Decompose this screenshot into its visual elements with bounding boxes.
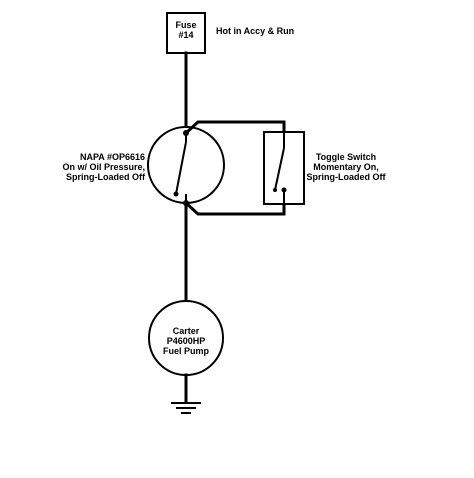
fuse-label: Fuse #14 <box>167 20 205 40</box>
oil-switch-label-line3: Spring-Loaded Off <box>66 172 145 182</box>
oil-switch-label-line2: On w/ Oil Pressure, <box>62 162 145 172</box>
fuse-note: Hot in Accy & Run <box>216 26 295 36</box>
toggle-switch-label: Toggle Switch Momentary On, Spring-Loade… <box>305 152 387 182</box>
oil-switch-label: NAPA #OP6616 On w/ Oil Pressure, Spring-… <box>40 152 145 182</box>
fuel-pump-label: Carter P4600HP Fuel Pump <box>150 326 222 356</box>
toggle-switch-label-line2: Momentary On, <box>313 162 379 172</box>
fuel-pump-label-line2: P4600HP <box>166 336 206 346</box>
toggle-switch-label-line1: Toggle Switch <box>315 152 377 162</box>
oil-switch-label-line1: NAPA #OP6616 <box>79 152 145 162</box>
fuse-label-line1: Fuse <box>175 20 197 30</box>
toggle-switch-contact <box>281 187 287 193</box>
toggle-switch-blade <box>274 147 285 191</box>
fuel-pump-label-line3: Fuel Pump <box>162 346 209 356</box>
toggle-switch-pivot <box>273 188 277 192</box>
fuse-label-line2: #14 <box>178 30 194 40</box>
ground-symbol <box>171 402 201 414</box>
bypass-wire-top <box>183 120 286 136</box>
oil-switch-blade <box>175 141 187 195</box>
oil-switch-pivot <box>173 191 179 197</box>
bypass-wire-bottom <box>183 200 286 216</box>
fuel-pump-label-line1: Carter <box>172 326 200 336</box>
toggle-switch-label-line3: Spring-Loaded Off <box>306 172 386 182</box>
